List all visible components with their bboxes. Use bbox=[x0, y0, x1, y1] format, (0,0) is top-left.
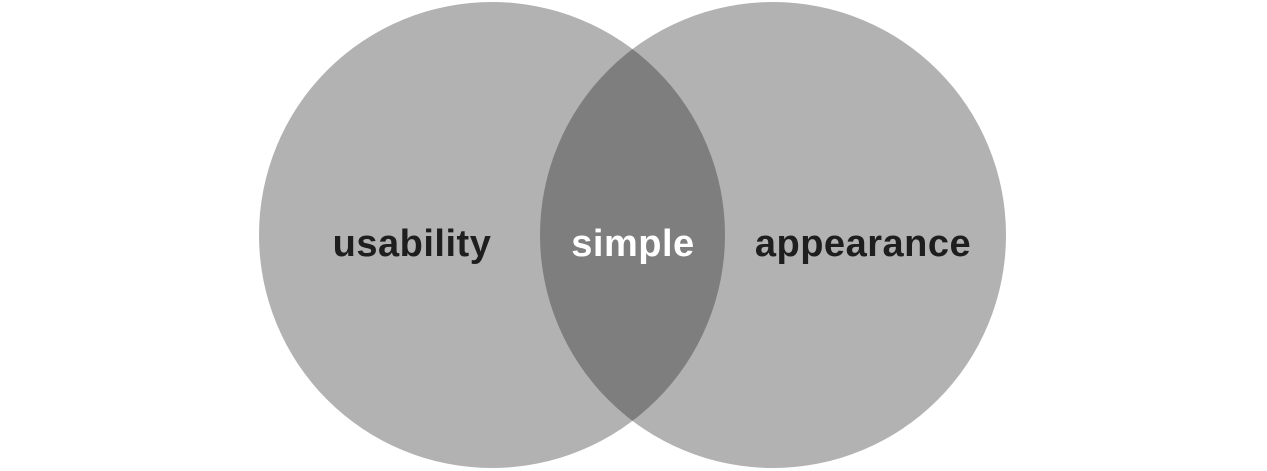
simple-label: simple bbox=[571, 223, 694, 265]
appearance-label: appearance bbox=[755, 223, 971, 265]
simple-intersection bbox=[540, 2, 725, 468]
usability-label: usability bbox=[333, 223, 492, 265]
